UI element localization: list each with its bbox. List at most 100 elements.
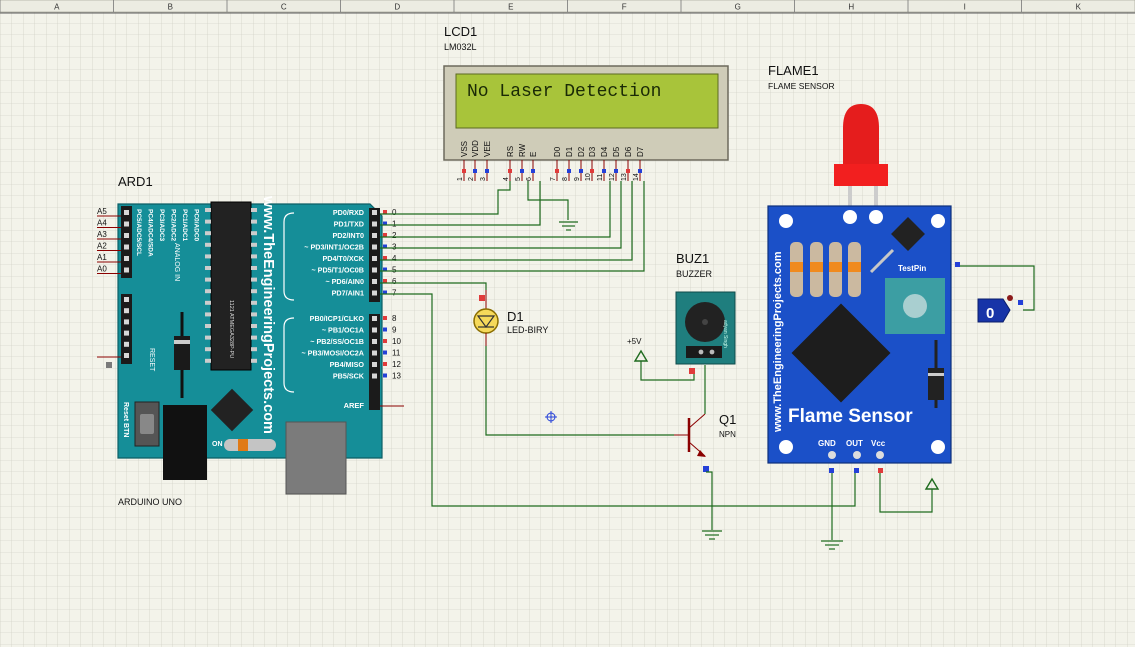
digital-pin-number: 0 — [392, 208, 397, 217]
lcd-pin-number: 11 — [597, 174, 604, 181]
lcd-pin-number: 13 — [621, 173, 628, 181]
digital-pin-hole — [372, 244, 377, 250]
digital-pin-hole — [372, 350, 377, 356]
analog-pin-function: PC0/ADC0 — [193, 209, 200, 242]
flame-pin-vcc: Vcc — [871, 439, 886, 448]
arduino-ref: ARD1 — [118, 174, 153, 189]
flame-sensor-component[interactable]: FLAME1 FLAME SENSOR TestPin — [767, 63, 960, 473]
analog-pin-function: PC5/ADC5/SCL — [135, 209, 142, 256]
vcc-arrow — [924, 477, 940, 490]
digital-pin-marker — [383, 339, 387, 343]
digital-pin-marker — [383, 279, 387, 283]
arduino-diode — [174, 336, 190, 370]
led-part: LED-BIRY — [507, 325, 548, 335]
ruler-column-label: H — [848, 3, 854, 12]
ruler-column-label: K — [1076, 3, 1082, 12]
arduino-component[interactable]: ARD1 ARDUINO UNO A5A4A3A2A1A0PC5/ADC5/SC… — [97, 174, 404, 507]
lcd-pin-name: D7 — [636, 146, 645, 157]
lcd-pin-name: D2 — [577, 146, 586, 157]
digital-pin-number: 7 — [392, 289, 397, 298]
buzzer-component[interactable]: BUZ1 BUZZER adyan Singh — [675, 251, 736, 374]
digital-pin-label: PD0/RXD — [333, 208, 364, 217]
lcd-pin-marker — [567, 169, 571, 173]
ruler-column-label: A — [54, 3, 60, 12]
buzzer-ref: BUZ1 — [676, 251, 709, 266]
lcd-part: LM032L — [444, 42, 477, 52]
flame-pin-out: OUT — [846, 439, 863, 448]
digital-header-low — [369, 208, 380, 302]
digital-pin-hole — [372, 327, 377, 333]
lcd-pin-marker — [473, 169, 477, 173]
digital-pin-number: 9 — [392, 326, 397, 335]
power-pin-hole — [124, 297, 129, 302]
analog-pin-function: PC2/ADC2 — [170, 209, 177, 242]
digital-pin-label: PD4/T0/XCK — [322, 254, 364, 263]
reset-pin-marker — [106, 362, 112, 368]
digital-pin-marker — [383, 210, 387, 214]
arduino-part: ARDUINO UNO — [118, 497, 182, 507]
power-pin-hole — [124, 319, 129, 325]
digital-pin-label: PD2/INT0 — [332, 231, 364, 240]
reset-label: RESET — [148, 348, 155, 372]
ruler-column-label: G — [735, 3, 741, 12]
ruler-column-label: F — [622, 3, 627, 12]
lcd-pin-name: RS — [506, 146, 515, 157]
logic-probe-value: 0 — [986, 305, 994, 322]
lcd-pin-number: 14 — [633, 173, 640, 181]
power-pin-hole — [124, 353, 129, 358]
lcd-pin-name: D0 — [553, 146, 562, 157]
lcd-display-text: No Laser Detection — [467, 82, 661, 102]
analog-pin-function: PC3/ADC3 — [158, 209, 165, 242]
lcd-pin-marker — [485, 169, 489, 173]
flame-small-chip — [891, 217, 925, 251]
lcd-pin-marker — [590, 169, 594, 173]
buzzer-side-text: adyan Singh — [722, 320, 728, 348]
power-header — [121, 294, 132, 364]
digital-pin-number: 11 — [392, 349, 401, 358]
digital-pin-number: 4 — [392, 254, 397, 263]
logic-probe[interactable]: 0 — [977, 295, 1023, 323]
digital-pin-number: 5 — [392, 266, 397, 275]
lcd-pin-name: D1 — [565, 146, 574, 157]
lcd-pin-name: D6 — [624, 146, 633, 157]
flame-diode — [928, 368, 944, 400]
lcd-pin-number: 2 — [468, 177, 475, 181]
ruler-column-label: D — [394, 3, 400, 12]
flame-resistors — [790, 242, 861, 297]
usb-chip — [210, 388, 254, 432]
lcd-pin-name: E — [529, 152, 538, 157]
digital-pin-marker — [383, 233, 387, 237]
lcd-pin-marker — [555, 169, 559, 173]
flame-ir-led — [843, 104, 879, 164]
transistor-component[interactable]: Q1 NPN — [674, 412, 736, 472]
analog-header — [121, 206, 132, 278]
lcd-pin-name: VDD — [471, 140, 480, 157]
transistor-ref: Q1 — [719, 412, 736, 427]
analog-pin-name: A1 — [97, 253, 107, 262]
lcd-pin-marker — [638, 169, 642, 173]
digital-pin-label: ~ PB3/MOSI/OC2A — [301, 349, 364, 358]
digital-pin-label: ~ PD6/AIN0 — [325, 277, 364, 286]
digital-pin-marker — [383, 256, 387, 260]
digital-pin-marker — [383, 244, 387, 249]
digital-pin-hole — [372, 221, 377, 227]
flame-part: FLAME SENSOR — [768, 81, 835, 91]
ruler-column-label: B — [168, 3, 173, 12]
power-jack — [163, 405, 207, 480]
lcd-pin-header: VSS1VDD2VEE3RS4RW5E6D07D18D29D310D411D51… — [457, 140, 645, 181]
led-bulb — [473, 308, 499, 334]
digital-pin-label: PB0/ICP1/CLKO — [310, 314, 365, 323]
led-component[interactable]: D1 LED-BIRY — [473, 290, 548, 346]
lcd-pin-number: 1 — [457, 177, 464, 181]
lcd-pin-marker — [602, 169, 606, 173]
ground-symbols — [559, 221, 843, 550]
digital-pin-label: PD7/AIN1 — [332, 289, 364, 298]
lcd-component[interactable]: LCD1 LM032L No Laser Detection VSS1VDD2V… — [443, 24, 729, 181]
digital-pin-hole — [372, 233, 377, 238]
analog-pin-name: A5 — [97, 207, 107, 216]
digital-pin-marker — [383, 362, 387, 366]
digital-pin-number: 10 — [392, 337, 401, 346]
digital-pin-label: ~ PB1/OC1A — [322, 326, 364, 335]
